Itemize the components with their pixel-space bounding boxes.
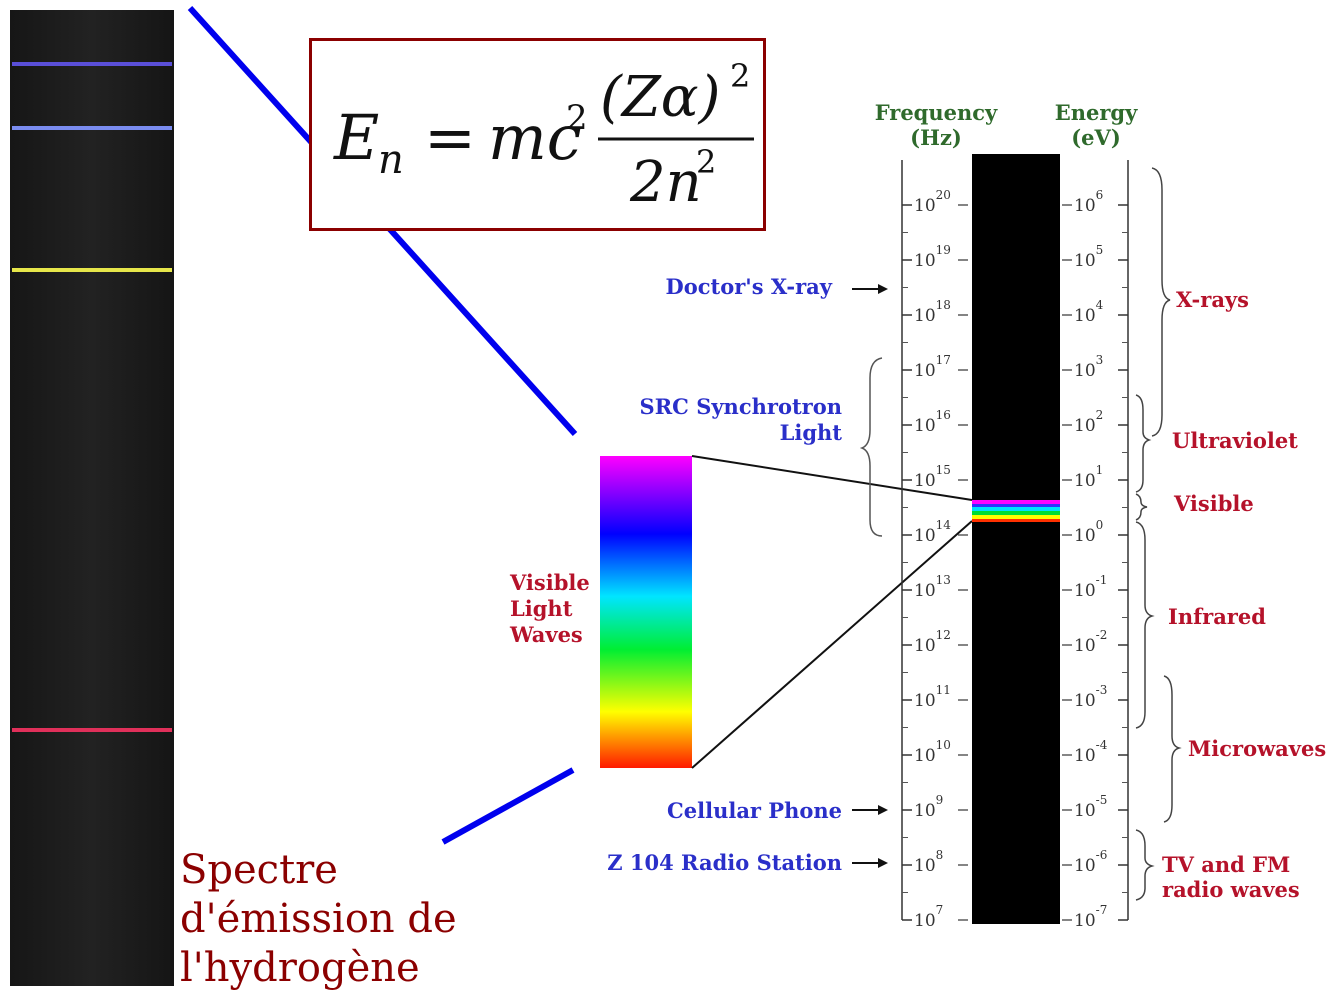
visible-band-yellow: [972, 515, 1060, 519]
connector-line-bottom: [441, 767, 575, 845]
energy-tick-label: 10-7: [1074, 903, 1107, 931]
visible-waves-line2: Light: [510, 596, 573, 621]
xrays-label: X-rays: [1176, 287, 1249, 312]
visible-band-blue: [972, 504, 1060, 507]
visible-band-magenta: [972, 500, 1060, 504]
formula-numerator: (Zα): [600, 65, 720, 130]
arrow-doctors-xray: [852, 284, 888, 294]
arrow-radio-station: [852, 858, 888, 868]
energy-tick-label: 10-5: [1074, 793, 1107, 821]
energy-tick-label: 101: [1074, 463, 1103, 491]
frequency-tick-label: 108: [914, 848, 943, 876]
frequency-tick-label: 107: [914, 903, 943, 931]
visible-band-cyan: [972, 507, 1060, 511]
caption-line-3: l'hydrogène: [180, 945, 420, 991]
emission-strip-background: [10, 10, 174, 986]
emission-line: [12, 126, 172, 130]
energy-tick-label: 103: [1074, 353, 1103, 381]
xrays-bracket: [1151, 167, 1171, 437]
visible-band-red: [972, 519, 1060, 522]
formula-numerator-exponent: 2: [730, 57, 750, 95]
visible-waves-line1: Visible: [509, 570, 590, 595]
energy-unit: (eV): [1071, 125, 1121, 150]
visible-waves-line3: Waves: [509, 622, 583, 647]
frequency-unit: (Hz): [910, 125, 962, 150]
energy-tick-label: 10-3: [1074, 683, 1107, 711]
radio-station-label: Z 104 Radio Station: [607, 850, 842, 875]
energy-formula-box: E n = mc 2 (Zα) 2 2n 2: [309, 38, 766, 231]
energy-tick-label: 100: [1074, 518, 1103, 546]
visible-band-green: [972, 511, 1060, 515]
zoom-line-bottom: [691, 520, 973, 769]
formula-mc-exponent: 2: [566, 98, 588, 138]
caption-line-2: d'émission de: [180, 896, 457, 942]
frequency-tick-label: 1019: [914, 243, 951, 271]
frequency-title: Frequency: [875, 100, 998, 125]
doctors-xray-label: Doctor's X-ray: [666, 274, 833, 299]
frequency-tick-label: 1016: [914, 408, 951, 436]
energy-tick-label: 10-2: [1074, 628, 1107, 656]
formula-equals: =: [424, 101, 476, 174]
formula-lhs: E: [333, 101, 379, 174]
visible-label: Visible: [1173, 491, 1254, 516]
frequency-tick-label: 1018: [914, 298, 951, 326]
src-bracket: [859, 357, 883, 537]
energy-title: Energy: [1055, 100, 1138, 125]
energy-formula: E n = mc 2 (Zα) 2 2n 2: [333, 57, 754, 215]
formula-denominator: 2n: [629, 150, 702, 215]
energy-tick-label: 10-1: [1074, 573, 1107, 601]
emission-line: [12, 62, 172, 66]
emission-spectrum-strip: [10, 10, 174, 986]
spectrum-axes: 1020 106 1019 105 1018 104 1017 103 1016 102 1015 1…: [901, 160, 1129, 931]
microwaves-bracket: [1163, 675, 1182, 823]
frequency-tick-label: 1013: [914, 573, 951, 601]
energy-tick-label: 102: [1074, 408, 1103, 436]
formula-mc: mc: [488, 101, 582, 174]
frequency-tick-label: 1014: [914, 518, 951, 546]
visible-light-gradient: [600, 456, 692, 768]
tvfm-label-line2: radio waves: [1162, 877, 1300, 902]
ultraviolet-bracket: [1135, 394, 1152, 493]
frequency-tick-label: 1020: [914, 188, 951, 216]
emission-line: [12, 728, 172, 732]
visible-bracket: [1135, 493, 1148, 521]
tvfm-label-line1: TV and FM: [1162, 852, 1290, 877]
spectrum-bar: [972, 154, 1060, 924]
src-label-line1: SRC Synchrotron: [640, 394, 842, 419]
tvfm-bracket: [1135, 829, 1155, 901]
energy-tick-label: 104: [1074, 298, 1104, 326]
frequency-tick-label: 1015: [914, 463, 951, 491]
formula-lhs-subscript: n: [378, 137, 404, 183]
energy-tick-label: 106: [1074, 188, 1103, 216]
frequency-tick-label: 1017: [914, 353, 951, 381]
infrared-label: Infrared: [1168, 604, 1266, 629]
energy-tick-label: 105: [1074, 243, 1103, 271]
infrared-bracket: [1135, 521, 1155, 729]
ultraviolet-label: Ultraviolet: [1172, 428, 1298, 453]
frequency-tick-label: 1012: [914, 628, 951, 656]
microwaves-label: Microwaves: [1188, 736, 1326, 761]
zoom-line-top: [691, 455, 973, 501]
src-label-line2: Light: [780, 420, 843, 445]
arrow-cellular-phone: [852, 805, 888, 815]
energy-tick-label: 10-4: [1074, 738, 1108, 766]
cellular-phone-label: Cellular Phone: [667, 798, 842, 823]
energy-tick-label: 10-6: [1074, 848, 1107, 876]
emission-line: [12, 268, 172, 272]
formula-denominator-exponent: 2: [696, 143, 716, 181]
frequency-tick-label: 1010: [914, 738, 951, 766]
frequency-tick-label: 109: [914, 793, 943, 821]
hydrogen-emission-caption: Spectre d'émission de l'hydrogène: [180, 846, 500, 993]
caption-line-1: Spectre: [180, 847, 338, 893]
frequency-tick-label: 1011: [914, 683, 951, 711]
